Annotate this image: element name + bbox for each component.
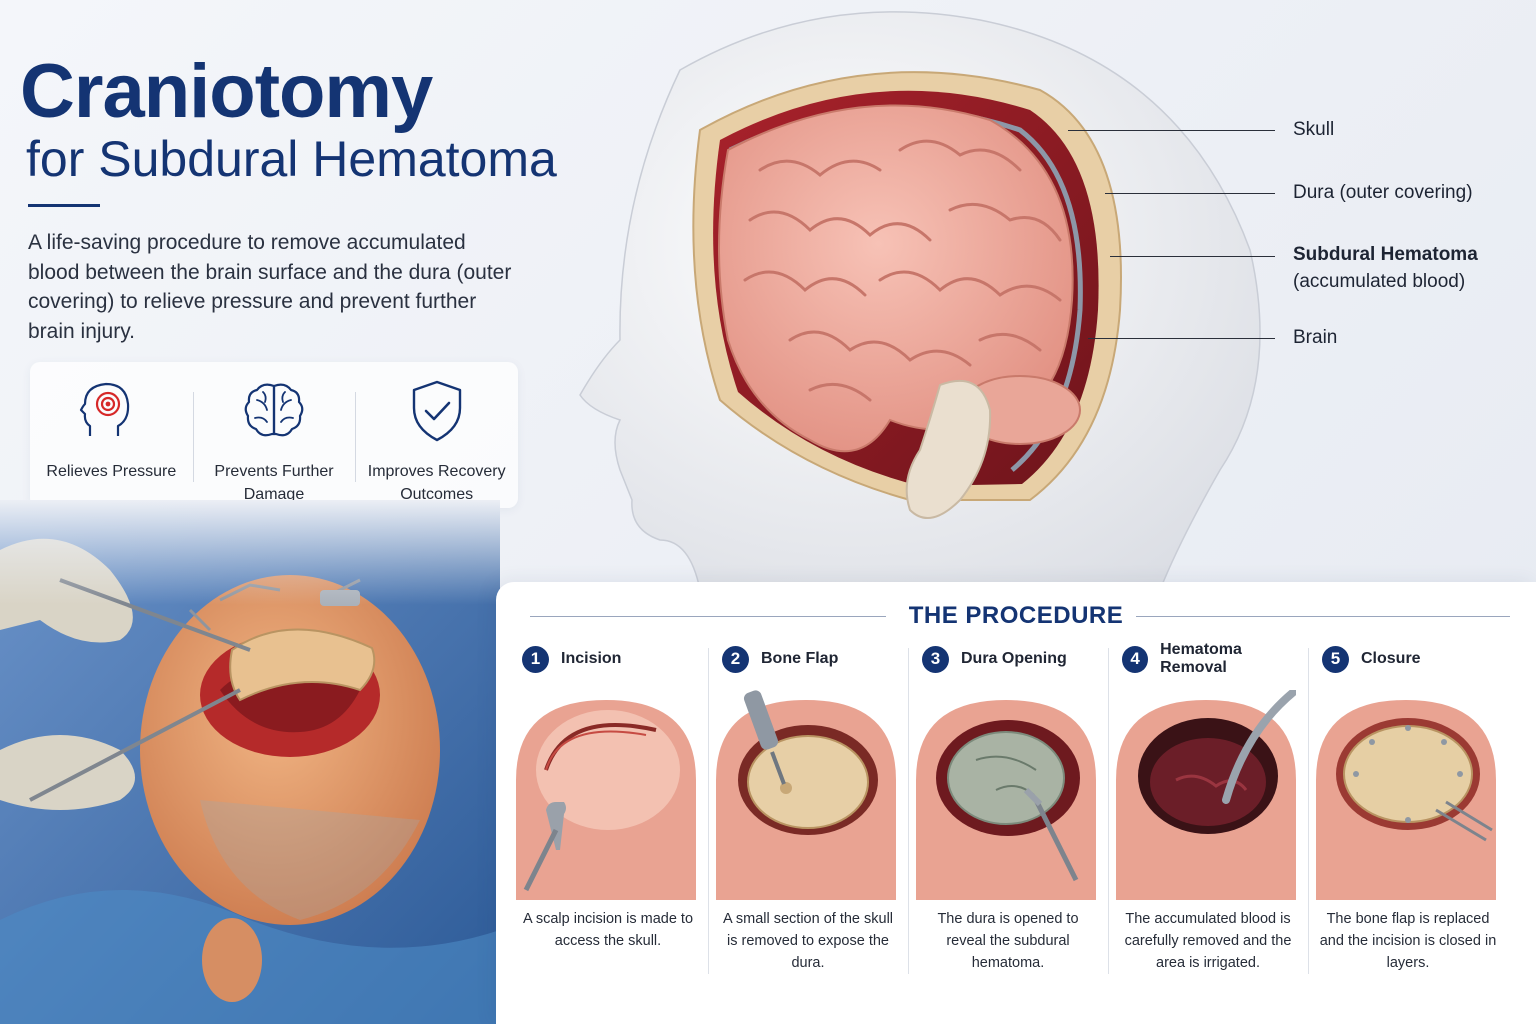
page-subtitle: for Subdural Hematoma bbox=[26, 131, 557, 187]
procedure-rule-left bbox=[530, 616, 886, 617]
benefit-improves-recovery: Improves Recovery Outcomes bbox=[355, 362, 518, 508]
hematoma-leader bbox=[1110, 256, 1275, 257]
page-title: Craniotomy bbox=[20, 49, 433, 134]
step-name: Hematoma Removal bbox=[1160, 641, 1242, 676]
brain-icon bbox=[244, 383, 304, 437]
step-number: 4 bbox=[1122, 645, 1149, 673]
benefits-panel: Relieves Pressure Prevents Further Damag… bbox=[30, 362, 518, 508]
step-incision: 1 Incision A scalp incision is made to a… bbox=[508, 642, 708, 1012]
procedure-title: THE PROCEDURE bbox=[908, 602, 1124, 629]
label-hematoma-sub: (accumulated blood) bbox=[1293, 271, 1466, 292]
brain-leader bbox=[1088, 338, 1275, 339]
title-underline bbox=[28, 204, 100, 207]
step-description: The accumulated blood is carefully remov… bbox=[1124, 911, 1292, 971]
head-target-icon bbox=[80, 382, 130, 436]
benefit-label: Improves Recovery Outcomes bbox=[367, 463, 506, 503]
benefit-label: Prevents Further Damage bbox=[214, 463, 334, 503]
closure-illustration bbox=[1316, 700, 1496, 900]
procedure-steps: 1 Incision A scalp incision is made to a… bbox=[508, 641, 1508, 1012]
incision-illustration bbox=[516, 700, 696, 900]
bone-flap-illustration bbox=[716, 690, 896, 900]
label-hematoma: Subdural Hematoma (accumulated blood) bbox=[1293, 241, 1478, 295]
label-hematoma-title: Subdural Hematoma bbox=[1293, 244, 1478, 265]
step-number: 5 bbox=[1322, 645, 1349, 673]
label-skull: Skull bbox=[1293, 119, 1335, 140]
benefit-relieves-pressure: Relieves Pressure bbox=[30, 362, 193, 508]
step-number: 2 bbox=[722, 645, 749, 673]
step-closure: 5 Closure The bone flap is replaced and … bbox=[1308, 642, 1508, 1012]
step-name: Bone Flap bbox=[761, 650, 839, 667]
step-name: Closure bbox=[1361, 650, 1421, 667]
benefit-label: Relieves Pressure bbox=[46, 463, 177, 480]
step-dura-opening: 3 Dura Opening The dura is opened to rev… bbox=[908, 642, 1108, 1012]
step-description: A small section of the skull is removed … bbox=[722, 911, 894, 971]
procedure-rule-right bbox=[1136, 616, 1510, 617]
shield-check-icon bbox=[412, 380, 461, 442]
step-name: Dura Opening bbox=[961, 650, 1067, 667]
step-description: The bone flap is replaced and the incisi… bbox=[1319, 911, 1497, 971]
step-number: 1 bbox=[522, 645, 549, 673]
dura-opening-illustration bbox=[916, 700, 1096, 900]
benefit-prevents-damage: Prevents Further Damage bbox=[192, 362, 356, 508]
step-bone-flap: 2 Bone Flap A small section of the skull… bbox=[708, 642, 908, 1012]
step-name: Incision bbox=[561, 650, 622, 667]
intro-text: A life-saving procedure to remove accumu… bbox=[28, 231, 512, 343]
surgery-photo bbox=[0, 500, 500, 1024]
skull-leader bbox=[1068, 130, 1275, 131]
label-dura: Dura (outer covering) bbox=[1293, 182, 1473, 203]
step-description: The dura is opened to reveal the subdura… bbox=[937, 911, 1079, 971]
hematoma-removal-illustration bbox=[1116, 690, 1296, 900]
head-cross-section bbox=[579, 11, 1261, 590]
dura-leader bbox=[1105, 193, 1275, 194]
label-brain: Brain bbox=[1293, 327, 1338, 348]
step-number: 3 bbox=[922, 645, 949, 673]
step-hematoma-removal: 4 Hematoma Removal The accumulated blood… bbox=[1108, 641, 1308, 1012]
procedure-panel: THE PROCEDURE 1 Incision A scalp incisio… bbox=[496, 582, 1536, 1024]
step-description: A scalp incision is made to access the s… bbox=[522, 911, 694, 949]
